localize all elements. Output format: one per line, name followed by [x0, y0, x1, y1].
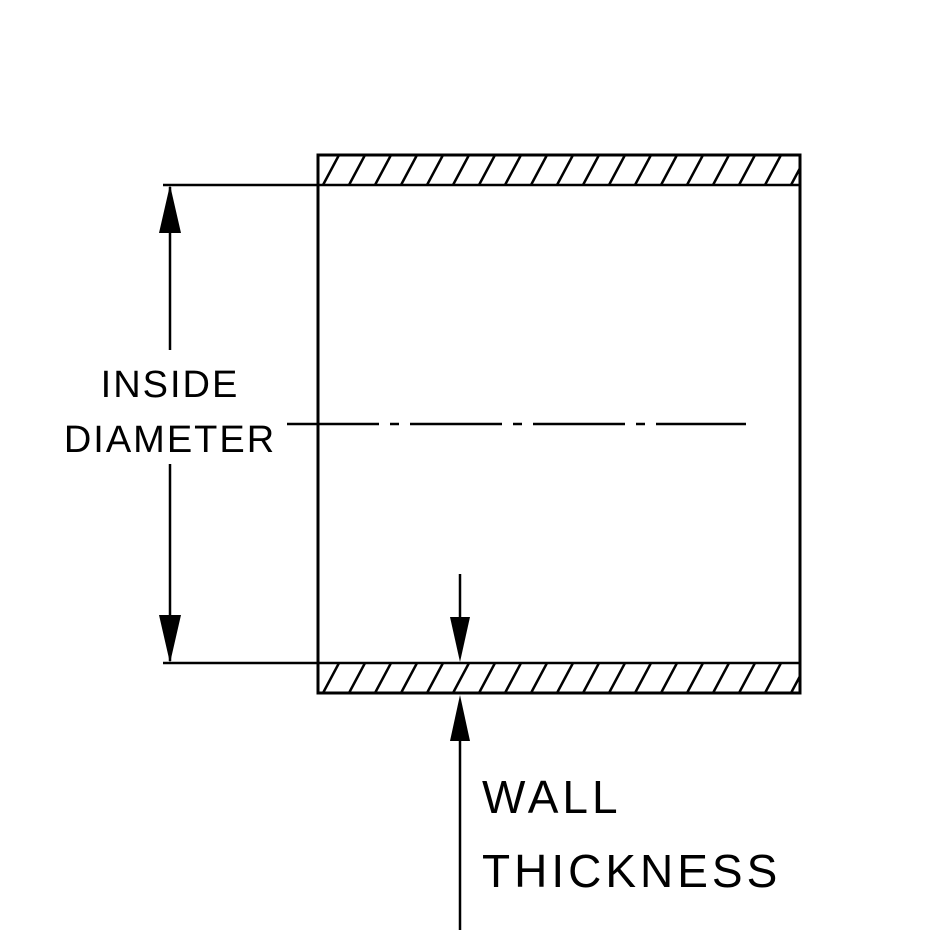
wall-thickness-label-line2: THICKNESS: [482, 845, 781, 897]
wall-thickness-arrow-up-icon: [450, 695, 470, 741]
inside-diameter-arrow-up-icon: [159, 185, 181, 233]
inside-diameter-label-line1: INSIDE: [101, 364, 240, 406]
inside-diameter-arrow-down-icon: [159, 615, 181, 663]
wall-thickness-arrow-down-icon: [450, 617, 470, 662]
top-wall-hatch: [318, 155, 800, 185]
bottom-wall-hatch: [318, 663, 800, 693]
wall-thickness-label-line1: WALL: [482, 771, 622, 823]
inside-diameter-label-line2: DIAMETER: [64, 419, 276, 461]
